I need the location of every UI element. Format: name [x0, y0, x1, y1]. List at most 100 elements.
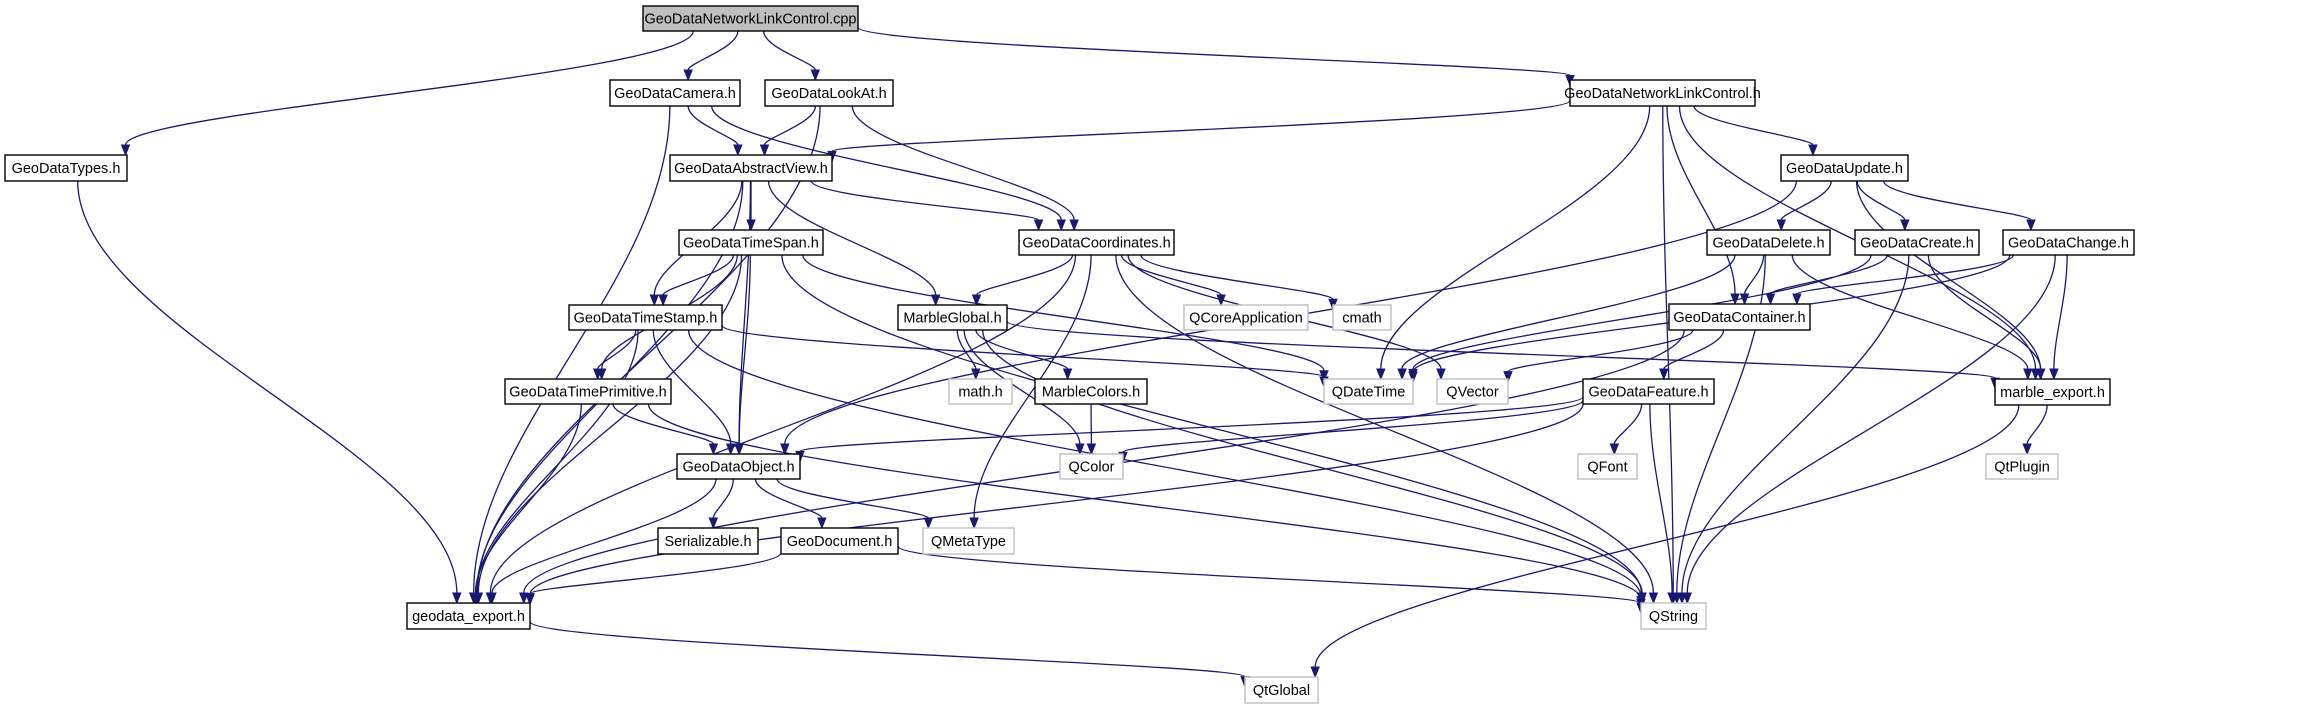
node-container[interactable]: GeoDataContainer.h	[1668, 303, 1811, 331]
node-geodataexport[interactable]: geodata_export.h	[406, 602, 531, 630]
edge-line	[851, 105, 1075, 221]
arrowhead-icon	[708, 517, 719, 530]
node-update[interactable]: GeoDataUpdate.h	[1780, 154, 1909, 182]
node-qfont: QFont	[1577, 453, 1638, 480]
node-label: GeoDataCreate.h	[1860, 236, 1974, 252]
arrowhead-icon	[1765, 293, 1776, 306]
node-timespan[interactable]: GeoDataTimeSpan.h	[678, 229, 824, 256]
node-label: GeoDataLookAt.h	[771, 86, 886, 102]
node-feature[interactable]: GeoDataFeature.h	[1582, 378, 1715, 405]
node-nlch[interactable]: GeoDataNetworkLinkControl.h	[1564, 79, 1761, 107]
node-create[interactable]: GeoDataCreate.h	[1854, 229, 1980, 256]
edge-line	[1122, 399, 1584, 453]
edge-cpp-to-camera	[683, 30, 739, 82]
edge-marbleglobal-to-marblecolors	[975, 329, 1073, 381]
edge-line	[1140, 254, 1334, 300]
node-object[interactable]: GeoDataObject.h	[676, 453, 801, 480]
edge-line	[124, 30, 694, 146]
edge-line	[982, 329, 1643, 594]
node-delete[interactable]: GeoDataDelete.h	[1706, 229, 1831, 256]
node-label: GeoDataNetworkLinkControl.cpp	[645, 12, 857, 28]
node-label: marble_export.h	[2000, 385, 2105, 401]
edge-marbleexport-to-qtglobal	[1310, 404, 2020, 679]
edge-line	[973, 254, 1092, 519]
node-coordinates[interactable]: GeoDataCoordinates.h	[1018, 229, 1175, 256]
edge-line	[897, 545, 1642, 604]
node-label: QFont	[1587, 460, 1627, 476]
edge-camera-to-abstractview	[687, 105, 743, 157]
node-timeprimitive[interactable]: GeoDataTimePrimitive.h	[504, 378, 672, 405]
node-types[interactable]: GeoDataTypes.h	[4, 154, 128, 182]
node-label: Serializable.h	[664, 534, 751, 550]
node-label: GeoDataTypes.h	[12, 161, 121, 177]
node-label: GeoDataObject.h	[682, 460, 794, 476]
node-geodocument[interactable]: GeoDocument.h	[780, 527, 899, 555]
node-label: GeoDataNetworkLinkControl.h	[1564, 86, 1761, 102]
edge-types-to-geodataexport	[77, 180, 462, 605]
edge-line	[652, 329, 732, 445]
arrowhead-icon	[971, 368, 981, 381]
node-mathh: math.h	[948, 378, 1013, 405]
edge-timeprimitive-to-geodataexport	[470, 403, 582, 605]
node-marbleglobal[interactable]: MarbleGlobal.h	[897, 304, 1008, 331]
node-serializable[interactable]: Serializable.h	[657, 527, 759, 555]
edge-line	[738, 180, 752, 445]
edge-line	[489, 254, 1077, 594]
node-qcolor: QColor	[1059, 453, 1124, 480]
node-marblecolors[interactable]: MarbleColors.h	[1034, 378, 1148, 405]
node-label: QCoreApplication	[1189, 311, 1303, 327]
node-qvector: QVector	[1436, 378, 1509, 405]
node-qdatetime: QDateTime	[1323, 378, 1414, 405]
edge-line	[956, 329, 977, 370]
node-abstractview[interactable]: GeoDataAbstractView.h	[669, 154, 833, 182]
edge-delete-to-marbleexport	[1791, 254, 2033, 381]
arrowhead-icon	[658, 294, 668, 307]
edge-line	[529, 403, 1584, 595]
edge-line	[491, 478, 717, 594]
arrowhead-icon	[1033, 219, 1044, 232]
edge-cpp-to-lookat	[763, 30, 821, 82]
edge-container-to-qvector	[1503, 329, 1694, 383]
arrowhead-icon	[683, 69, 693, 82]
node-label: GeoDataTimePrimitive.h	[509, 385, 666, 401]
node-label: QDateTime	[1332, 385, 1406, 401]
node-lookat[interactable]: GeoDataLookAt.h	[764, 79, 894, 107]
edge-line	[687, 30, 739, 71]
arrowhead-icon	[525, 593, 535, 605]
edge-coordinates-to-marbleglobal	[971, 254, 1074, 307]
edge-line	[597, 329, 637, 370]
node-qtglobal: QtGlobal	[1244, 676, 1319, 704]
arrowhead-icon	[2023, 368, 2033, 381]
arrowhead-icon	[708, 443, 719, 456]
node-change[interactable]: GeoDataChange.h	[2002, 229, 2135, 256]
arrowhead-icon	[1436, 368, 1446, 381]
edge-line	[857, 26, 1571, 77]
edge-line	[763, 30, 816, 71]
arrowhead-icon	[969, 517, 979, 530]
node-label: geodata_export.h	[412, 609, 525, 625]
node-timestamp[interactable]: GeoDataTimeStamp.h	[568, 304, 723, 331]
edge-line	[1314, 404, 2020, 668]
node-label: GeoDocument.h	[787, 534, 893, 550]
edge-timestamp-to-qstring	[687, 329, 1646, 608]
edge-line	[763, 105, 817, 146]
arrowhead-icon	[1776, 219, 1786, 232]
edge-timespan-to-timestamp	[658, 254, 735, 307]
edge-line	[711, 105, 1062, 221]
arrowhead-icon	[2049, 368, 2059, 381]
arrowhead-icon	[733, 144, 743, 157]
edge-line	[738, 254, 751, 445]
node-cpp[interactable]: GeoDataNetworkLinkControl.cpp	[642, 5, 859, 32]
node-label: math.h	[958, 385, 1002, 401]
node-marbleexport[interactable]: marble_export.h	[1994, 378, 2111, 406]
arrowhead-icon	[1056, 219, 1066, 232]
edge-nlch-to-abstractview	[827, 100, 1571, 163]
edge-line	[1507, 329, 1694, 373]
node-cmath: cmath	[1332, 304, 1392, 331]
node-label: QVector	[1446, 385, 1499, 401]
node-camera[interactable]: GeoDataCamera.h	[609, 79, 741, 107]
edge-object-to-geodocument	[754, 478, 827, 530]
edge-timestamp-to-geodataexport	[471, 329, 639, 605]
arrowhead-icon	[1069, 219, 1079, 232]
